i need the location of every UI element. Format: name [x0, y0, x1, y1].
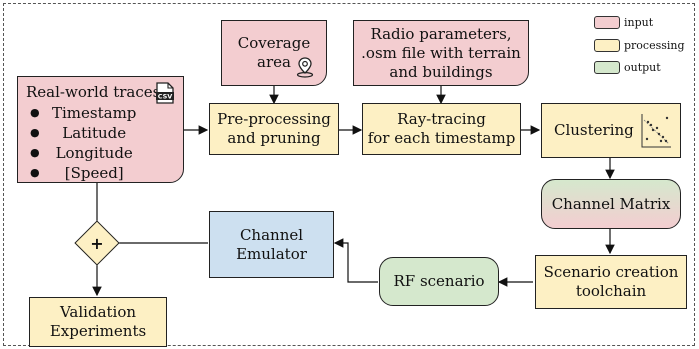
clustering-node: Clustering	[541, 103, 681, 158]
channel-matrix-node: Channel Matrix	[541, 179, 681, 229]
legend-input-swatch	[594, 16, 620, 29]
legend-processing: processing	[594, 39, 685, 52]
legend-processing-swatch	[594, 39, 620, 52]
ray-tracing-node: Ray-tracing for each timestamp	[362, 103, 521, 155]
legend-input-label: input	[624, 16, 654, 29]
scenario-creation-node: Scenario creation toolchain	[535, 255, 687, 309]
legend-output: output	[594, 61, 661, 74]
real-world-traces-node: Real-world traces CSV Timestamp Latitude…	[17, 76, 184, 183]
channel-matrix-label: Channel Matrix	[551, 194, 671, 213]
radio-line2: .osm file with terrain	[361, 43, 521, 62]
combiner-symbol: +	[90, 233, 104, 253]
coverage-area-line2: area	[257, 53, 291, 71]
radio-line3: and buildings	[389, 62, 493, 81]
csv-icon-text: CSV	[158, 93, 173, 101]
traces-item-longitude: Longitude	[26, 143, 136, 163]
preprocessing-node: Pre-processing and pruning	[209, 103, 339, 155]
traces-title: Real-world traces	[26, 83, 161, 101]
csv-file-icon: CSV	[156, 82, 174, 104]
validation-line2: Experiments	[49, 322, 147, 340]
rf-scenario-node: RF scenario	[379, 257, 499, 306]
coverage-area-line1: Coverage	[237, 34, 311, 52]
traces-item-timestamp: Timestamp	[26, 103, 136, 123]
legend-input: input	[594, 16, 653, 29]
channel-emulator-line2: Emulator	[236, 244, 307, 263]
diagram-frame	[3, 3, 695, 346]
raytracing-line1: Ray-tracing	[397, 110, 486, 128]
map-pin-icon	[296, 57, 314, 78]
validation-experiments-node: Validation Experiments	[29, 297, 167, 347]
traces-item-latitude: Latitude	[26, 123, 136, 143]
scatter-plot-icon	[641, 114, 671, 148]
legend-output-swatch	[594, 61, 620, 74]
validation-line1: Validation	[59, 303, 137, 321]
channel-emulator-line1: Channel	[239, 225, 304, 244]
channel-emulator-node: Channel Emulator	[209, 211, 334, 278]
rf-scenario-label: RF scenario	[393, 272, 485, 290]
preprocess-line2: and pruning	[227, 129, 321, 147]
coverage-area-node: Coverage area	[221, 20, 327, 86]
arrow-rf-to-emulator	[333, 238, 378, 283]
traces-list: Timestamp Latitude Longitude [Speed]	[26, 103, 136, 183]
clustering-label: Clustering	[554, 121, 634, 139]
scenario-creation-line1: Scenario creation	[543, 263, 679, 281]
radio-parameters-node: Radio parameters, .osm file with terrain…	[353, 20, 529, 86]
radio-line1: Radio parameters,	[370, 24, 512, 43]
preprocess-line1: Pre-processing	[217, 110, 331, 128]
scenario-creation-line2: toolchain	[575, 282, 647, 300]
raytracing-line2: for each timestamp	[367, 129, 516, 147]
legend-processing-label: processing	[624, 39, 685, 52]
traces-item-speed: [Speed]	[26, 163, 136, 183]
legend-output-label: output	[624, 61, 661, 74]
